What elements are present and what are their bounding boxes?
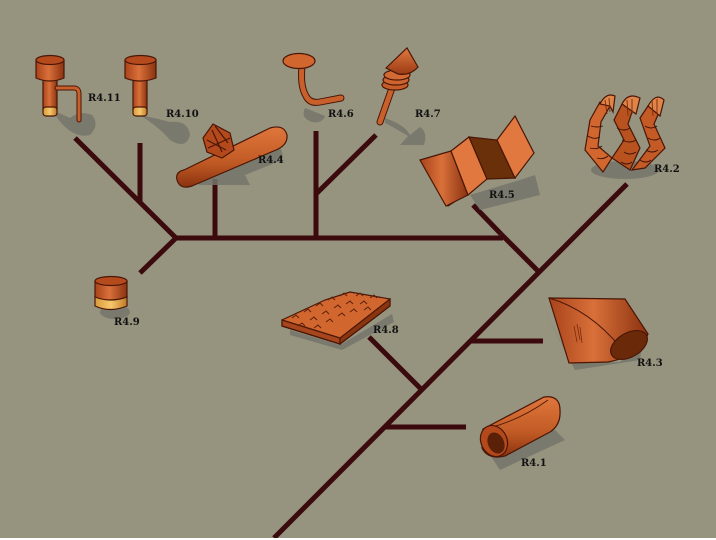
label-r4-6: R4.6 xyxy=(328,109,354,120)
slab-ridges xyxy=(291,292,378,329)
label-r4-10: R4.10 xyxy=(166,109,199,120)
funnel-tip xyxy=(42,106,58,117)
shadow xyxy=(52,110,96,136)
label-r4-7: R4.7 xyxy=(415,109,441,120)
node-r4-5[interactable]: R4.5 xyxy=(419,114,540,210)
funnel-stem xyxy=(42,77,58,111)
node-r4-9[interactable]: R4.9 xyxy=(94,275,140,329)
node-r4-10[interactable]: R4.10 xyxy=(124,54,199,145)
label-r4-2: R4.2 xyxy=(654,164,680,175)
shadow xyxy=(385,118,426,145)
panel-4 xyxy=(496,114,535,180)
cylinder-opening xyxy=(487,432,505,454)
label-r4-8: R4.8 xyxy=(373,325,399,336)
node-r4-2[interactable]: R4.2 xyxy=(584,94,680,179)
stalk xyxy=(299,63,344,105)
node-r4-1[interactable]: R4.1 xyxy=(475,396,565,470)
node-r4-7[interactable]: R4.7 xyxy=(376,47,441,145)
node-r4-6[interactable]: R4.6 xyxy=(282,52,354,123)
shadow xyxy=(470,175,540,210)
label-r4-4: R4.4 xyxy=(258,155,284,166)
cone-top xyxy=(384,47,419,75)
node-r4-11[interactable]: R4.11 xyxy=(35,54,121,136)
tree-branches xyxy=(73,131,629,538)
node-r4-4[interactable]: R4.4 xyxy=(176,123,288,188)
branch-r4-9 xyxy=(138,236,178,275)
sheet-marks xyxy=(573,323,583,344)
funnel-cup xyxy=(35,59,65,82)
disc xyxy=(282,52,316,70)
shadow xyxy=(140,115,190,144)
funnel-rim xyxy=(35,54,65,66)
branch-r4-8 xyxy=(367,335,423,391)
branch-r4-5 xyxy=(471,203,503,236)
bent-pipe xyxy=(55,86,81,122)
cone-opening xyxy=(610,329,648,361)
cup-body xyxy=(94,280,128,301)
tuft-strands xyxy=(604,97,658,117)
label-r4-11: R4.11 xyxy=(88,93,121,104)
tube-body xyxy=(176,126,288,188)
funnel-rim xyxy=(124,54,157,66)
coil-rings xyxy=(587,125,661,165)
funnel-tip xyxy=(132,106,148,117)
label-r4-3: R4.3 xyxy=(637,358,663,369)
basket-weave xyxy=(206,125,231,153)
branch-r4-11-r4-10 xyxy=(73,136,178,240)
shadow xyxy=(290,314,394,350)
label-r4-1: R4.1 xyxy=(521,458,547,469)
label-r4-9: R4.9 xyxy=(114,317,140,328)
funnel-cup xyxy=(124,59,157,82)
funnel-stem xyxy=(132,77,148,111)
branch-r4-7 xyxy=(314,133,378,196)
label-r4-5: R4.5 xyxy=(489,190,515,201)
cup-rim xyxy=(94,275,128,287)
node-r4-3[interactable]: R4.3 xyxy=(545,297,663,370)
shadow xyxy=(490,430,565,470)
node-r4-8[interactable]: R4.8 xyxy=(281,291,399,350)
branch-trunk xyxy=(272,182,629,538)
slab-side xyxy=(339,297,391,346)
branch-upper-group xyxy=(499,232,540,273)
shadow xyxy=(303,108,325,123)
stalk xyxy=(377,85,395,125)
